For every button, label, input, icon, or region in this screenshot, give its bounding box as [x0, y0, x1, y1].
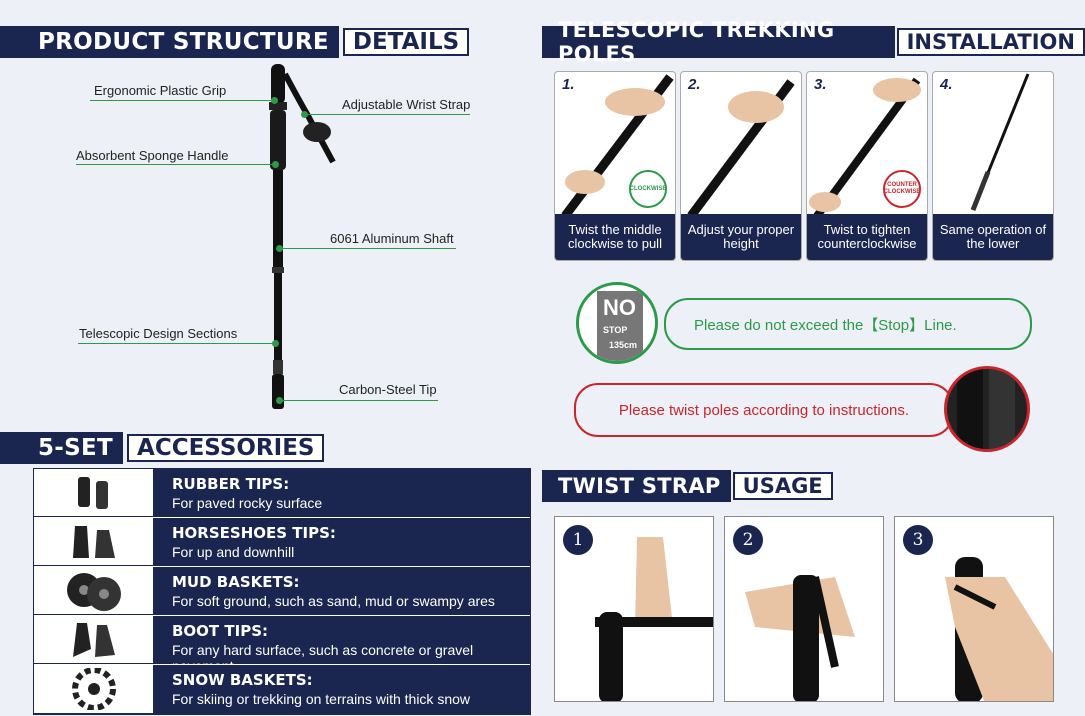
pole-lower-photo	[970, 73, 1030, 211]
step-number: 3.	[814, 76, 827, 93]
horseshoe-tips-image	[34, 518, 154, 566]
leader-line	[280, 248, 456, 249]
leader-dot	[271, 97, 278, 104]
stop-word-text: STOP	[603, 325, 628, 335]
left-panel: PRODUCT STRUCTURE DETAILS Ergonomic Plas…	[0, 0, 542, 716]
step-caption: Adjust your proper height	[681, 214, 801, 260]
label-shaft: 6061 Aluminum Shaft	[330, 231, 454, 246]
boot-tips-image	[34, 616, 154, 664]
snow-baskets-image	[34, 665, 154, 714]
accessory-title: HORSESHOES TIPS:	[172, 524, 336, 542]
clockwise-badge: CLOCKWISE	[629, 170, 667, 208]
accessory-desc: For up and downhill	[172, 544, 295, 560]
hand-strap-photo	[595, 537, 713, 701]
label-strap: Adjustable Wrist Strap	[342, 97, 471, 112]
stop-line-badge: NO STOP 135cm	[576, 282, 658, 364]
counterclockwise-badge: COUNTER CLOCKWISE	[883, 170, 921, 208]
mud-baskets-image	[34, 567, 154, 615]
accessory-row: SNOW BASKETS: For skiing or trekking on …	[34, 665, 530, 714]
stop-no-text: NO	[603, 295, 636, 320]
accessory-desc: For paved rocky surface	[172, 495, 323, 511]
rubber-tips-image	[34, 469, 154, 517]
accessory-row: HORSESHOES TIPS: For up and downhill	[34, 518, 530, 567]
leader-line	[76, 164, 276, 165]
strap-step-number: 1	[563, 525, 593, 555]
accessory-title: BOOT TIPS:	[172, 622, 268, 640]
leader-dot	[272, 340, 279, 347]
pole-adjust-photo	[687, 79, 795, 216]
pole-tighten-photo	[809, 77, 921, 216]
structure-header: PRODUCT STRUCTURE DETAILS	[0, 26, 470, 58]
hand-strap-photo	[945, 557, 1053, 701]
label-sections: Telescopic Design Sections	[79, 326, 238, 341]
right-panel: TELESCOPIC TREKKING POLES INSTALLATION 1…	[542, 0, 1085, 716]
install-step-2: 2. Adjust your proper height	[680, 71, 802, 261]
accessory-title: SNOW BASKETS:	[172, 671, 313, 689]
step-number: 4.	[940, 76, 953, 93]
leader-dot	[276, 397, 283, 404]
label-tip: Carbon-Steel Tip	[339, 382, 437, 397]
accessories-table: RUBBER TIPS: For paved rocky surface HOR…	[33, 468, 531, 715]
strap-step-1: 1	[554, 516, 714, 702]
strap-step-3: 3	[894, 516, 1054, 702]
step-caption: Twist to tighten counterclockwise	[807, 214, 927, 260]
install-step-4: 4. Same operation of the lower	[932, 71, 1054, 261]
leader-line	[305, 114, 470, 115]
install-step-1: 1. CLOCKWISE Twist the middle clockwise …	[554, 71, 676, 261]
twist-pole-badge	[944, 366, 1030, 452]
step-caption: Same operation of the lower	[933, 214, 1053, 260]
accessory-desc: For soft ground, such as sand, mud or sw…	[172, 593, 495, 609]
pole-twist-photo	[561, 74, 674, 216]
label-sponge: Absorbent Sponge Handle	[76, 148, 229, 163]
strap-step-number: 2	[733, 525, 763, 555]
strap-usage-header-sub: USAGE	[732, 472, 833, 500]
leader-line	[78, 343, 276, 344]
accessory-row: MUD BASKETS: For soft ground, such as sa…	[34, 567, 530, 616]
label-grip: Ergonomic Plastic Grip	[94, 83, 227, 98]
accessories-header: 5-SET ACCESSORIES	[0, 432, 325, 464]
stop-line-notice: Please do not exceed the【Stop】Line.	[664, 298, 1032, 350]
stop-cm-text: 135cm	[609, 340, 638, 350]
accessory-row: RUBBER TIPS: For paved rocky surface	[34, 469, 530, 518]
installation-header: TELESCOPIC TREKKING POLES INSTALLATION	[542, 18, 1085, 66]
install-step-3: 3. COUNTER CLOCKWISE Twist to tighten co…	[806, 71, 928, 261]
leader-dot	[276, 245, 283, 252]
installation-header-main: TELESCOPIC TREKKING POLES	[542, 18, 895, 66]
step-number: 1.	[562, 76, 575, 93]
strap-step-2: 2	[724, 516, 884, 702]
accessory-title: RUBBER TIPS:	[172, 475, 290, 493]
accessories-header-sub: ACCESSORIES	[127, 434, 325, 462]
structure-header-main: PRODUCT STRUCTURE	[0, 26, 339, 58]
leader-dot	[272, 161, 279, 168]
accessory-desc: For skiing or trekking on terrains with …	[172, 691, 470, 707]
hand-strap-photo	[745, 575, 855, 701]
trekking-pole-illustration	[269, 64, 336, 409]
strap-step-number: 3	[903, 525, 933, 555]
accessory-title: MUD BASKETS:	[172, 573, 300, 591]
installation-header-sub: INSTALLATION	[896, 28, 1085, 56]
strap-usage-header: TWIST STRAP USAGE	[542, 470, 833, 502]
accessory-row: BOOT TIPS: For any hard surface, such as…	[34, 616, 530, 674]
leader-dot	[301, 111, 308, 118]
structure-header-sub: DETAILS	[342, 28, 470, 56]
leader-line	[90, 100, 275, 101]
step-number: 2.	[688, 76, 701, 93]
strap-usage-header-main: TWIST STRAP	[542, 470, 731, 502]
twist-instruction-notice: Please twist poles according to instruct…	[574, 383, 954, 437]
leader-line	[280, 400, 438, 401]
step-caption: Twist the middle clockwise to pull	[555, 214, 675, 260]
accessories-header-main: 5-SET	[0, 432, 124, 464]
